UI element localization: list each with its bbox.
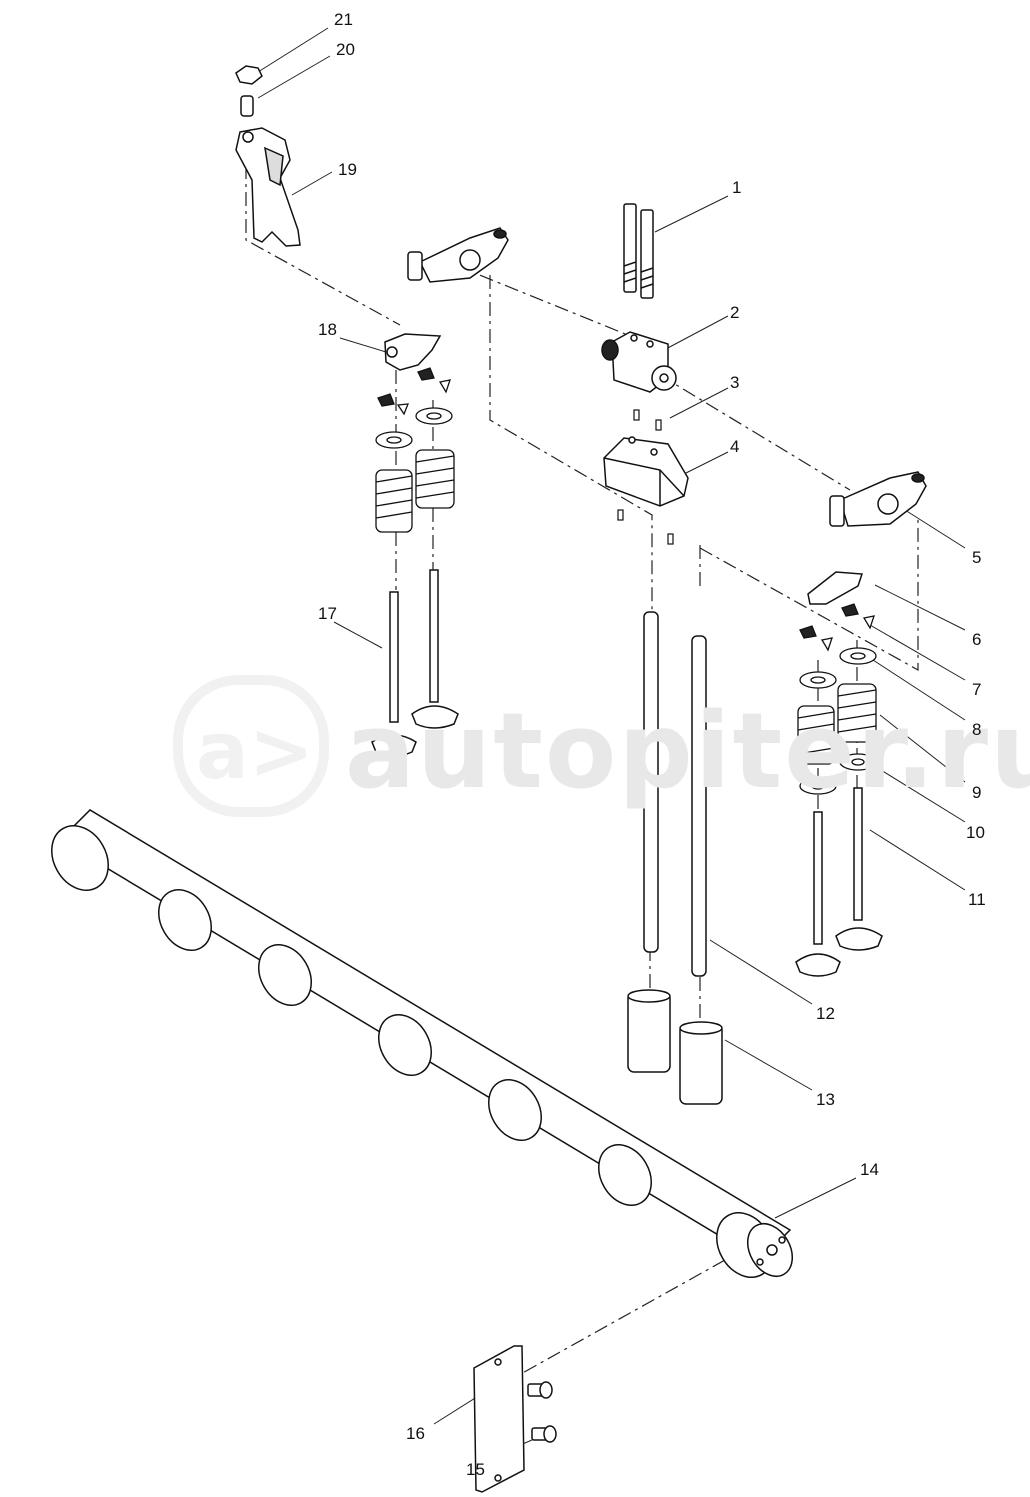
callout-18: 18	[318, 320, 337, 339]
callout-4: 4	[730, 437, 740, 456]
valves-part-11	[795, 787, 883, 977]
support-block-part-4	[603, 436, 689, 507]
valves-part-17	[371, 569, 459, 757]
watermark-text: autopiter.ru	[345, 690, 1030, 812]
callout-20: 20	[336, 40, 355, 59]
valve-bridge-part-6	[807, 571, 864, 605]
spring-retainers-left	[375, 407, 453, 449]
callout-10: 10	[966, 823, 985, 842]
callout-14: 14	[860, 1160, 879, 1179]
callout-6: 6	[972, 630, 982, 649]
rocker-part-18	[384, 333, 442, 371]
callout-17: 17	[318, 604, 337, 623]
spacer-part-20	[240, 95, 254, 117]
camshaft-part-14	[51, 809, 794, 1278]
valve-springs-left	[375, 449, 455, 533]
tappets-part-13	[627, 989, 723, 1105]
callout-11: 11	[968, 890, 986, 909]
thrust-plate-part-16	[473, 1345, 525, 1493]
bolts-part-1	[623, 203, 654, 299]
callout-2: 2	[730, 303, 740, 322]
callout-8: 8	[972, 720, 982, 739]
callout-13: 13	[816, 1090, 835, 1109]
push-rods-part-12	[643, 611, 707, 977]
bolts-part-15	[527, 1381, 557, 1443]
callout-15: 15	[466, 1460, 485, 1479]
collets-part-7	[799, 603, 875, 652]
shaft-support-part-2	[601, 331, 677, 393]
spring-retainers-part-8	[799, 647, 877, 689]
collets-left	[377, 367, 451, 416]
svg-text:a>: a>	[196, 707, 314, 797]
rocker-arm-upper	[407, 227, 509, 283]
callout-12: 12	[816, 1004, 835, 1023]
dowels-part-3	[617, 409, 674, 545]
nut-part-21	[235, 65, 263, 85]
callout-19: 19	[338, 160, 357, 179]
callout-3: 3	[730, 373, 740, 392]
washers-part-10	[799, 753, 877, 795]
callout-21: 21	[334, 10, 353, 29]
callout-16: 16	[406, 1424, 425, 1443]
bracket-part-19	[235, 127, 301, 247]
callout-9: 9	[972, 783, 982, 802]
callout-7: 7	[972, 680, 982, 699]
rocker-arm-part-5	[829, 471, 927, 527]
watermark-logo: a>	[173, 675, 329, 817]
valve-springs-part-9	[797, 683, 877, 765]
callout-5: 5	[972, 548, 982, 567]
callout-1: 1	[732, 178, 742, 197]
